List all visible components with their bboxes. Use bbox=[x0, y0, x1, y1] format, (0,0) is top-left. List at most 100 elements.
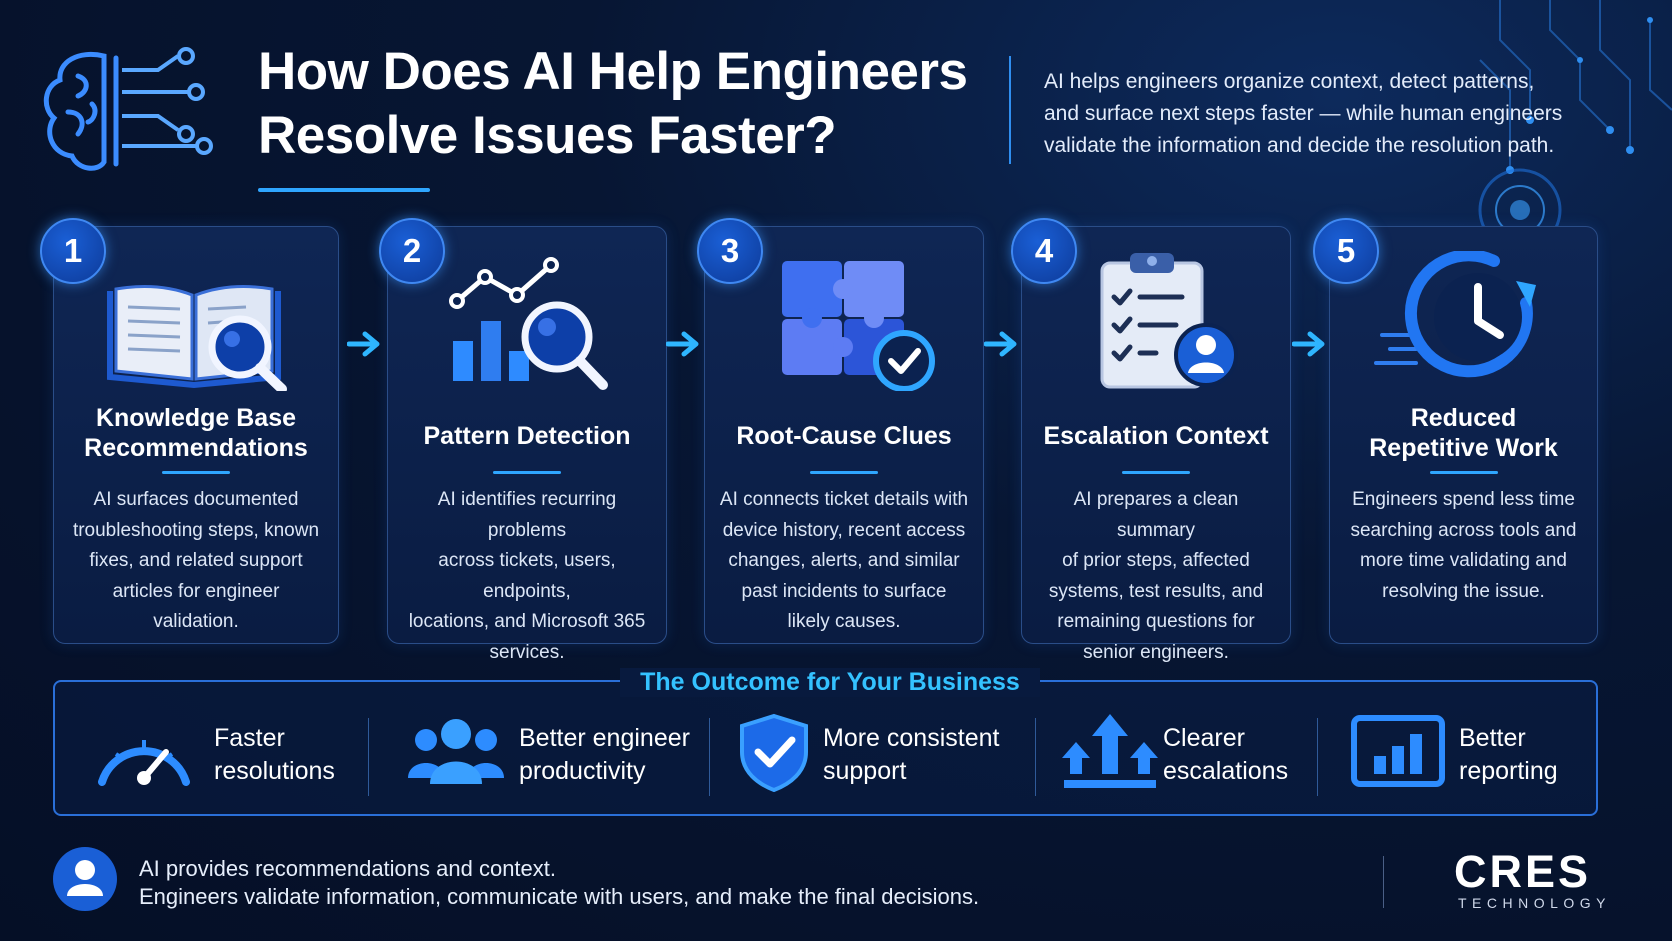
outcome-label: Better reporting bbox=[1459, 722, 1558, 788]
chart-search-icon bbox=[449, 257, 608, 390]
card-text-line: fixes, and related support bbox=[89, 550, 303, 571]
outcome-label: Better engineer productivity bbox=[519, 722, 690, 788]
title-underline bbox=[258, 188, 430, 192]
puzzle-check-icon bbox=[782, 261, 935, 391]
speedometer-icon bbox=[98, 740, 190, 786]
card-rule bbox=[162, 471, 230, 474]
card-text-line: searching across tools and bbox=[1350, 519, 1577, 541]
outcome-label-line: Better engineer bbox=[519, 724, 690, 752]
shield-check-icon bbox=[740, 713, 808, 792]
card-root-cause: Root-Cause Clues AI connects ticket deta… bbox=[704, 226, 984, 644]
card-text-line: across tickets, users, endpoints, bbox=[438, 550, 616, 602]
step-number-badge: 1 bbox=[40, 218, 106, 284]
card-description: Engineers spend less time searching acro… bbox=[1344, 485, 1583, 607]
outcome-divider bbox=[368, 718, 369, 796]
outcome-panel bbox=[53, 680, 1598, 816]
card-title: Knowledge Base Recommendations bbox=[54, 403, 338, 463]
bar-chart-icon bbox=[1351, 715, 1445, 787]
card-escalation-context: Escalation Context AI prepares a clean s… bbox=[1021, 226, 1291, 663]
card-description: AI identifies recurring problems across … bbox=[402, 485, 652, 668]
card-text-line: changes, alerts, and similar bbox=[728, 550, 960, 571]
outcome-label: More consistent support bbox=[823, 722, 999, 788]
intro-line: and surface next steps faster — while hu… bbox=[1044, 102, 1563, 125]
card-rule bbox=[1429, 471, 1498, 474]
card-text-line: senior engineers. bbox=[1083, 641, 1229, 663]
card-text-line: services. bbox=[489, 641, 565, 663]
outcome-label-line: reporting bbox=[1459, 757, 1558, 785]
outcome-label: Faster resolutions bbox=[214, 722, 335, 788]
footer-text-line: Engineers validate information, communic… bbox=[139, 884, 980, 909]
card-title-line: Knowledge Base bbox=[95, 404, 297, 432]
card-text-line: resolving the issue. bbox=[1382, 580, 1545, 602]
title-line-2: Resolve Issues Faster? bbox=[258, 106, 837, 165]
card-text-line: Engineers spend less time bbox=[1352, 489, 1575, 510]
step-number-badge: 2 bbox=[379, 218, 445, 284]
company-logo-subtitle: TECHNOLOGY bbox=[1458, 895, 1612, 911]
outcome-label-line: Faster bbox=[214, 724, 285, 752]
card-text-line: likely causes. bbox=[787, 611, 901, 632]
footer-divider bbox=[1383, 856, 1384, 908]
intro-text: AI helps engineers organize context, det… bbox=[1044, 66, 1574, 162]
card-title-line: Root-Cause Clues bbox=[736, 422, 952, 450]
card-title: Root-Cause Clues bbox=[705, 421, 983, 451]
card-text-line: device history, recent access bbox=[722, 519, 966, 541]
intro-line: AI helps engineers organize context, det… bbox=[1044, 70, 1535, 93]
card-text-line: articles for engineer validation. bbox=[112, 580, 280, 633]
clock-refresh-icon bbox=[1373, 251, 1536, 378]
card-knowledge-base: Knowledge Base Recommendations AI surfac… bbox=[53, 226, 339, 644]
card-title: Reduced Repetitive Work bbox=[1330, 403, 1597, 463]
card-rule bbox=[810, 471, 878, 474]
card-title-line: Recommendations bbox=[84, 434, 308, 462]
outcome-label-line: resolutions bbox=[214, 757, 335, 785]
card-pattern-detection: Pattern Detection AI identifies recurrin… bbox=[387, 226, 667, 663]
outcome-label-line: support bbox=[823, 757, 907, 785]
outcome-label-line: Better bbox=[1459, 724, 1526, 752]
step-number-badge: 5 bbox=[1313, 218, 1379, 284]
card-rule bbox=[1122, 471, 1190, 474]
card-title-line: Escalation Context bbox=[1043, 422, 1269, 450]
company-logo: CRES bbox=[1454, 846, 1592, 897]
outcome-label-line: More consistent bbox=[823, 724, 1000, 752]
card-description: AI connects ticket details with device h… bbox=[719, 485, 969, 638]
arrow-right-icon bbox=[347, 331, 380, 357]
card-text-line: past incidents to surface bbox=[741, 580, 947, 602]
card-text-line: more time validating and bbox=[1360, 550, 1567, 571]
card-text-line: AI identifies recurring problems bbox=[437, 489, 617, 541]
user-avatar-icon bbox=[53, 847, 117, 911]
intro-line: validate the information and decide the … bbox=[1044, 134, 1555, 157]
card-description: AI prepares a clean summary of prior ste… bbox=[1036, 485, 1276, 668]
outcome-label-line: Clearer bbox=[1163, 724, 1245, 752]
outcome-divider bbox=[709, 718, 710, 796]
card-title-line: Reduced bbox=[1410, 404, 1517, 432]
card-title-line: Repetitive Work bbox=[1369, 434, 1558, 462]
arrow-right-icon bbox=[984, 331, 1017, 357]
card-rule bbox=[493, 471, 561, 474]
outcome-divider bbox=[1317, 718, 1318, 796]
card-title-line: Pattern Detection bbox=[423, 422, 631, 450]
book-search-icon bbox=[107, 285, 287, 391]
card-reduced-work: Reduced Repetitive Work Engineers spend … bbox=[1329, 226, 1598, 644]
header-divider bbox=[1009, 56, 1011, 164]
upload-arrows-icon bbox=[1062, 714, 1158, 788]
clipboard-user-icon bbox=[1100, 253, 1238, 389]
arrow-right-icon bbox=[666, 331, 699, 357]
footer-text-line: AI provides recommendations and context. bbox=[139, 856, 557, 881]
card-title: Escalation Context bbox=[1022, 421, 1290, 451]
card-text-line: of prior steps, affected bbox=[1062, 550, 1250, 571]
arrow-right-icon bbox=[1292, 331, 1325, 357]
step-number-badge: 4 bbox=[1011, 218, 1077, 284]
page-title: How Does AI Help Engineers Resolve Issue… bbox=[258, 40, 998, 168]
title-line-1: How Does AI Help Engineers bbox=[258, 42, 968, 101]
card-text-line: locations, and Microsoft 365 bbox=[408, 611, 646, 632]
outcome-title: The Outcome for Your Business bbox=[620, 668, 1040, 697]
card-text-line: AI surfaces documented bbox=[93, 489, 299, 510]
step-number-badge: 3 bbox=[697, 218, 763, 284]
card-text-line: AI prepares a clean summary bbox=[1073, 489, 1239, 541]
team-icon bbox=[408, 719, 504, 784]
outcome-divider bbox=[1035, 718, 1036, 796]
card-text-line: AI connects ticket details with bbox=[719, 489, 969, 510]
outcome-label-line: productivity bbox=[519, 757, 646, 785]
outcome-label-line: escalations bbox=[1163, 757, 1289, 785]
card-title: Pattern Detection bbox=[388, 421, 666, 451]
outcome-label: Clearer escalations bbox=[1163, 722, 1288, 788]
